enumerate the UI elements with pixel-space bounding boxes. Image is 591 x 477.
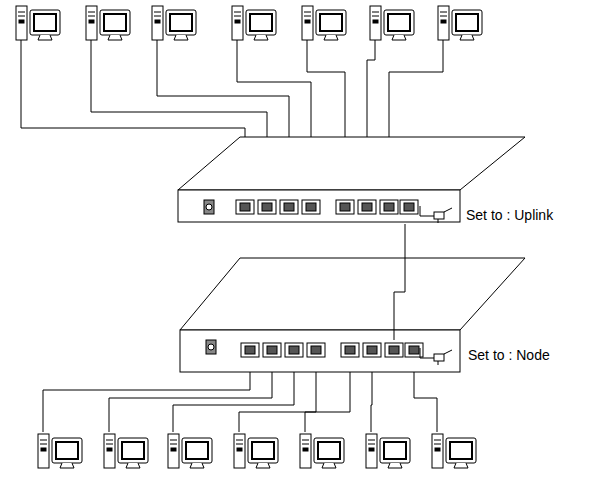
computer xyxy=(86,6,130,40)
computer xyxy=(302,6,346,40)
rj45-port xyxy=(236,200,254,214)
computer xyxy=(168,434,212,468)
rj45-port xyxy=(280,200,298,214)
switch-node: Set to : Node xyxy=(178,258,570,372)
computer xyxy=(232,6,276,40)
computer xyxy=(366,434,410,468)
switch-node: Set to : Uplink xyxy=(178,137,570,224)
uplink-switch xyxy=(420,348,452,365)
rj45-port xyxy=(307,343,325,357)
rj45-port xyxy=(400,200,418,214)
rj45-port xyxy=(385,343,403,357)
computer xyxy=(234,434,278,468)
rj45-port xyxy=(336,200,354,214)
computer xyxy=(152,6,196,40)
rj45-port xyxy=(380,200,398,214)
rj45-port xyxy=(358,200,376,214)
computer xyxy=(104,434,148,468)
network-cable xyxy=(394,258,405,340)
rj45-port xyxy=(258,200,276,214)
rj45-port xyxy=(302,200,320,214)
computer xyxy=(300,434,344,468)
mode-label: Set to : Node xyxy=(468,347,550,363)
computer xyxy=(438,6,482,40)
computer xyxy=(38,434,82,468)
uplink-switch xyxy=(420,206,452,223)
computer xyxy=(16,6,60,40)
uplink-cable xyxy=(405,224,406,258)
rj45-port xyxy=(241,343,259,357)
rj45-port xyxy=(263,343,281,357)
rj45-port xyxy=(363,343,381,357)
computer xyxy=(370,6,414,40)
mode-label: Set to : Uplink xyxy=(466,207,553,223)
computer xyxy=(432,434,476,468)
rj45-port xyxy=(341,343,359,357)
rj45-port xyxy=(285,343,303,357)
